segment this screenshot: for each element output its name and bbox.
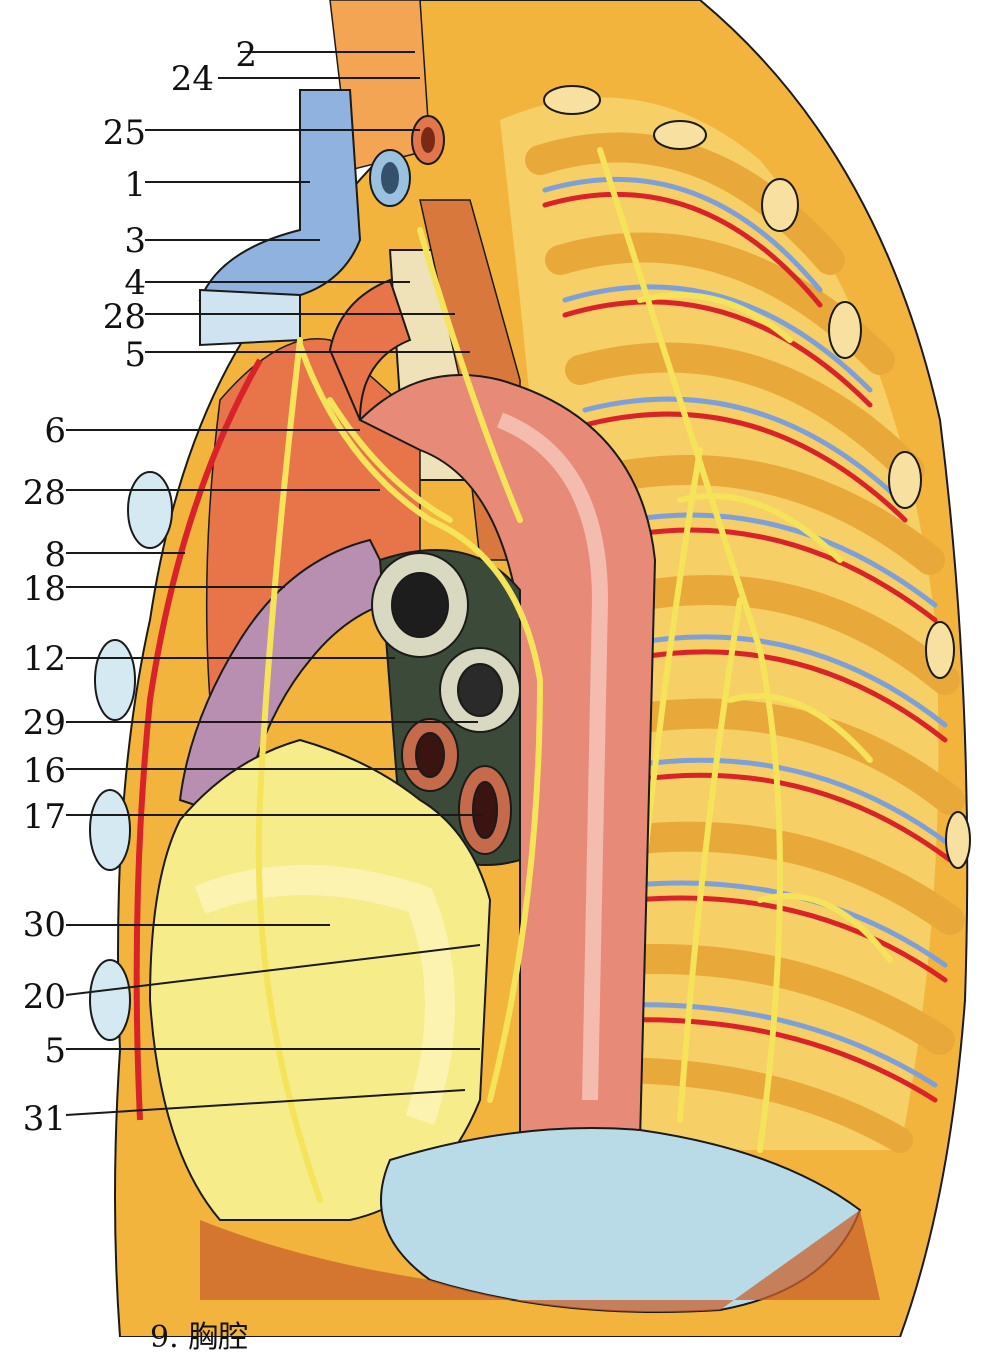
pulmonary-vein-superior-lumen [415, 732, 445, 778]
rib [615, 821, 965, 935]
intercostal-artery [632, 895, 948, 983]
intercostal-vein [542, 176, 823, 293]
intercostal-vein [632, 757, 953, 848]
label-28b: 28 [22, 473, 66, 513]
label-12: 12 [22, 639, 66, 679]
label-20: 20 [22, 977, 66, 1017]
superior-vena-cava [199, 288, 301, 347]
diaphragm-muscle [200, 1210, 880, 1312]
aorta-highlight [496, 412, 609, 1101]
costal-cartilage [94, 639, 136, 721]
label-29: 29 [22, 703, 66, 743]
figure-caption: 9. 胸腔 [150, 1320, 249, 1355]
label-25: 25 [102, 113, 146, 153]
rib [605, 944, 955, 1055]
main-bronchus-lumen [391, 572, 449, 638]
nerve-branch [727, 693, 873, 763]
nerve-branch [637, 292, 793, 343]
vagus-nerve [297, 342, 544, 1103]
label-5a: 5 [124, 335, 146, 375]
cut-artery-lumen [421, 127, 435, 153]
brachiocephalic-vein [198, 89, 362, 301]
vertebral-disc [543, 85, 601, 115]
pericardium [148, 738, 492, 1221]
intercostal-artery [632, 772, 953, 863]
vertebral-disc [925, 621, 955, 679]
mediastinal-nerves [255, 227, 544, 1203]
label-17: 17 [22, 797, 66, 837]
label-8: 8 [44, 535, 66, 575]
intercostal-vein [622, 1002, 938, 1088]
intercostal-vessels [542, 176, 953, 1103]
label-6: 6 [44, 411, 66, 451]
phrenic-nerve [255, 337, 323, 1203]
label-24: 24 [170, 59, 214, 99]
cardiac-nerve [327, 397, 453, 523]
intercostal-artery [622, 1017, 938, 1103]
label-1: 1 [124, 165, 146, 205]
leader-line-31 [65, 1089, 466, 1116]
rib [525, 132, 845, 275]
label-18: 18 [22, 569, 66, 609]
vertebral-discs [543, 85, 971, 869]
pulmonary-vein-inferior-lumen [472, 781, 498, 839]
rib [585, 455, 945, 575]
intercostal-vein [582, 396, 908, 508]
lobar-bronchus-lumen [457, 663, 503, 717]
intercostal-artery [582, 411, 908, 523]
nerve-branch [677, 493, 843, 563]
sympathetic-chain [597, 147, 783, 1153]
label-16: 16 [22, 751, 66, 791]
nerve-branch [757, 893, 893, 963]
splanchnic-nerve [677, 597, 743, 1123]
intercostal-artery [562, 299, 873, 408]
rib [565, 342, 925, 485]
intercostal-artery [542, 191, 823, 308]
label-30: 30 [22, 905, 66, 945]
vertebral-disc [761, 178, 799, 232]
costal-cartilage [89, 789, 131, 871]
vertebral-disc [945, 811, 971, 869]
label-5b: 5 [44, 1031, 66, 1071]
rib [605, 575, 960, 695]
label-2: 2 [235, 35, 257, 75]
label-4: 4 [124, 263, 146, 303]
recurrent-laryngeal-nerve [417, 227, 523, 523]
vertebral-disc [828, 301, 862, 359]
heart-shading [194, 865, 455, 1125]
label-28a: 28 [102, 297, 146, 337]
cut-vessel-lumen [381, 162, 399, 194]
rib [615, 698, 965, 815]
descending-aorta [358, 374, 657, 1141]
leader-line-20 [65, 944, 481, 996]
costal-cartilage [89, 959, 131, 1041]
costal-cartilage [127, 471, 173, 549]
lung-hilum [371, 549, 521, 866]
intercostal-vein [602, 512, 938, 608]
intercostal-vein [562, 284, 873, 393]
vertebral-disc [653, 120, 707, 150]
vertebral-disc [888, 451, 922, 509]
leader-lines [65, 51, 482, 1116]
label-31: 31 [22, 1099, 66, 1139]
label-3: 3 [124, 221, 146, 261]
